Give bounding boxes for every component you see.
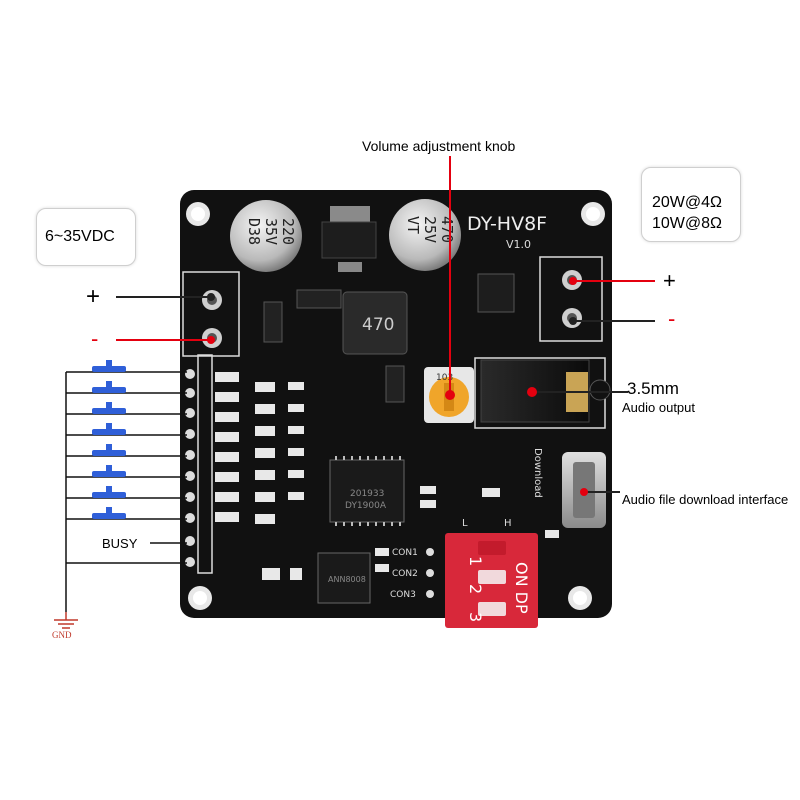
amp-chip-bottom: ANN8008 [317, 552, 371, 604]
cap-right-text-1: 470 [438, 216, 456, 243]
cap-right-text-2: 25V [421, 216, 439, 243]
cap-left-text-1: 220 [279, 218, 297, 245]
smd-resistors [215, 372, 559, 580]
usb-silk-label: Download [532, 448, 543, 498]
capacitor-left: 220 35V D38 [230, 200, 302, 272]
mounting-holes [186, 202, 605, 610]
gnd-label: GND [52, 630, 72, 640]
main-chip: 201933 DY1900A [329, 456, 405, 526]
ground-symbol [54, 612, 78, 629]
cap-right-text-3: VT [404, 216, 422, 234]
usb-callout [580, 488, 620, 496]
con1-label: CON1 [392, 548, 418, 558]
inductor-label: 470 [362, 315, 394, 335]
board-version: V1.0 [506, 238, 531, 251]
chip-code: 201933 [350, 489, 384, 499]
speaker-callout [569, 277, 655, 325]
power-callout [116, 293, 215, 344]
busy-label: BUSY [102, 536, 138, 551]
dip-number-1: 1 [466, 556, 485, 566]
power-voltage-box [36, 208, 136, 266]
button-wiring [65, 371, 187, 612]
jack-desc-label: Audio output [622, 400, 696, 415]
dip-label-l: L [462, 518, 468, 529]
diode-2 [263, 301, 283, 343]
power-voltage-label: 6~35VDC [45, 228, 115, 245]
speaker-power-line1: 20W@4Ω [652, 194, 722, 211]
cap-left-text-2: 35V [262, 218, 280, 245]
inductor: 470 [342, 291, 408, 355]
chip-name: DY1900A [345, 501, 387, 511]
jack-callout [527, 387, 628, 397]
amp-chip-name: ANN8008 [328, 575, 366, 584]
cap-left-text-3: D38 [245, 218, 263, 245]
speaker-plus-label: + [663, 268, 676, 293]
diode-3 [385, 365, 405, 403]
regulator-ic [321, 206, 377, 272]
pot-code: 103 [436, 373, 453, 383]
con-pads [426, 548, 434, 598]
dip-label-h: H [504, 518, 512, 529]
jack-size-label: 3.5mm [627, 379, 679, 398]
speaker-power-line2: 10W@8Ω [652, 215, 722, 232]
power-plus-label: + [86, 283, 101, 310]
speaker-minus-label: - [668, 306, 676, 331]
speaker-power-box [641, 167, 741, 242]
dip-switch[interactable]: 1 2 3 ON DP [445, 533, 538, 628]
diode-1 [296, 289, 342, 309]
power-minus-label: - [91, 326, 99, 351]
usb-desc-label: Audio file download interface [622, 492, 789, 507]
con2-label: CON2 [392, 569, 418, 579]
con3-label: CON3 [390, 590, 416, 600]
volume-callout [445, 156, 455, 400]
push-buttons [92, 360, 126, 519]
dip-side-label: ON DP [512, 562, 531, 614]
dip-number-2: 2 [466, 584, 485, 594]
capacitor-right: 470 25V VT [389, 199, 461, 271]
amp-ic [477, 273, 515, 313]
volume-knob-label: Volume adjustment knob [362, 138, 516, 154]
header-pins [185, 369, 195, 567]
dip-number-3: 3 [466, 612, 485, 622]
board-model: DY-HV8F [467, 213, 547, 235]
